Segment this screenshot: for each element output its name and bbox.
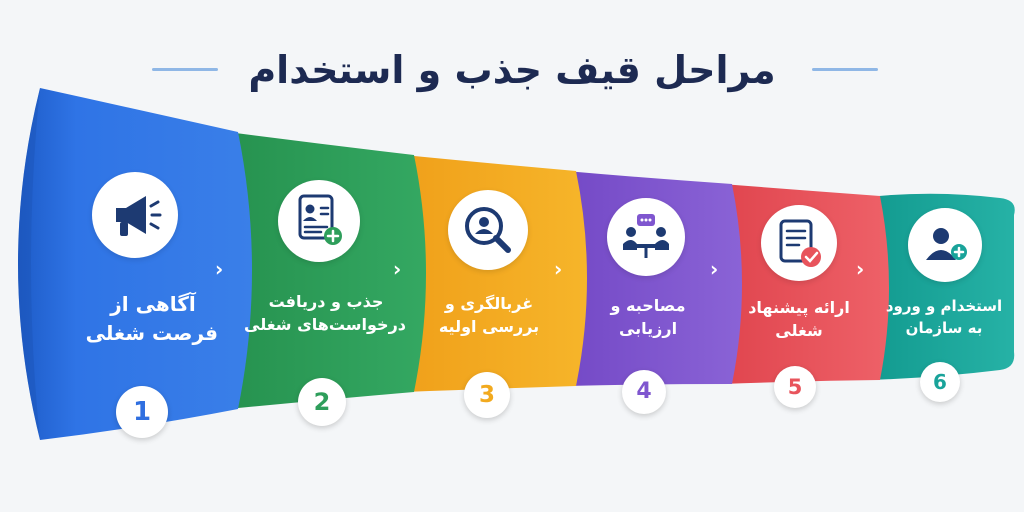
stage-1-label: آگاهی از فرصت شغلی xyxy=(85,290,218,348)
stage-6-line-2: به سازمان xyxy=(905,318,983,337)
chevron-right-icon: › xyxy=(215,257,224,281)
stage-3-line-2: بررسی اولیه xyxy=(438,317,540,337)
stage-3-line-1: غربالگری و xyxy=(444,294,534,313)
segment-1 xyxy=(18,88,252,440)
megaphone-icon xyxy=(116,196,162,236)
stage-4-number: 4 xyxy=(622,370,666,414)
stage-3-icon xyxy=(448,190,528,270)
stage-5-number: 5 xyxy=(774,366,816,408)
stage-3-label: غربالگری و بررسی اولیه xyxy=(424,292,554,338)
stage-1-line-1: آگاهی از xyxy=(110,292,196,316)
user-add-icon xyxy=(926,228,967,260)
magnifier-person-icon xyxy=(465,207,511,253)
stage-5-line-1: ارائه پیشنهاد xyxy=(748,298,850,317)
stage-4-label: مصاحبه و ارزیابی xyxy=(588,294,708,340)
stage-2-number: 2 xyxy=(298,378,346,426)
title-bar: مراحل قیف جذب و استخدام xyxy=(0,40,1024,100)
meeting-chat-icon xyxy=(623,214,669,258)
chevron-right-icon: › xyxy=(856,257,865,281)
stage-5-line-2: شغلی xyxy=(775,321,823,341)
chevron-right-icon: › xyxy=(393,257,402,281)
stage-4-line-2: ارزیابی xyxy=(618,319,678,339)
stage-6-icon xyxy=(908,208,982,282)
stage-2-line-2: درخواست‌های شغلی xyxy=(244,315,406,335)
funnel-mouth-rim xyxy=(18,88,40,440)
page-title: مراحل قیف جذب و استخدام xyxy=(248,48,776,92)
stage-2-label: جذب و دریافت درخواست‌های شغلی xyxy=(244,290,406,336)
stage-3-number: 3 xyxy=(464,372,510,418)
stage-6-label: استخدام و ورود به سازمان xyxy=(880,296,1008,340)
stage-4-line-1: مصاحبه و xyxy=(610,296,686,315)
stage-6-line-1: استخدام و ورود xyxy=(885,297,1003,315)
stage-5-label: ارائه پیشنهاد شغلی xyxy=(740,296,858,342)
stage-5-icon xyxy=(761,205,837,281)
title-decor-line-left xyxy=(152,68,218,71)
segment-3 xyxy=(404,155,587,392)
stage-6-number: 6 xyxy=(920,362,960,402)
segment-2 xyxy=(228,132,426,409)
stage-1-icon xyxy=(92,172,178,258)
stage-1-number: 1 xyxy=(116,386,168,438)
stage-1-line-2: فرصت شغلی xyxy=(85,321,218,345)
chevron-right-icon: › xyxy=(554,257,563,281)
chevron-right-icon: › xyxy=(710,257,719,281)
offer-document-check-icon xyxy=(779,219,821,267)
stage-2-icon xyxy=(278,180,360,262)
stage-2-line-1: جذب و دریافت xyxy=(268,292,384,311)
title-decor-line-right xyxy=(812,68,878,71)
resume-add-icon xyxy=(298,194,342,245)
stage-4-icon xyxy=(607,198,685,276)
